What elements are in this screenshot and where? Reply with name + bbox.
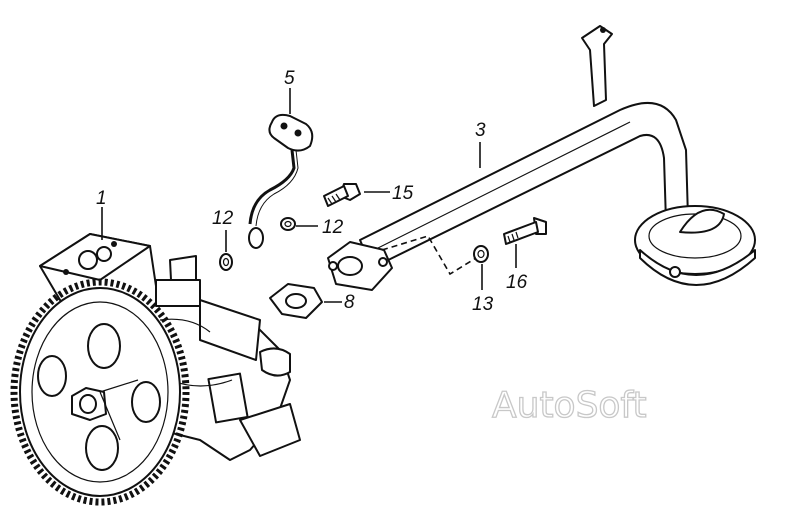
label-13: 13 <box>472 294 494 315</box>
label-15: 15 <box>392 183 414 204</box>
drive-gear <box>10 278 190 506</box>
watermark: AutoSoft <box>492 385 647 426</box>
oil-tube <box>248 113 314 249</box>
oil-intake-pipe <box>327 25 756 291</box>
gasket <box>269 283 323 319</box>
bolt-15 <box>323 183 361 207</box>
label-12-right: 12 <box>322 217 344 238</box>
washer-left <box>219 253 233 271</box>
label-12-left: 12 <box>212 208 234 229</box>
label-1: 1 <box>96 188 107 209</box>
washer-13 <box>473 245 489 263</box>
leader-lines <box>101 88 517 303</box>
label-8: 8 <box>344 292 355 313</box>
washer-right <box>280 217 296 231</box>
label-3: 3 <box>475 120 486 141</box>
label-5: 5 <box>284 68 295 89</box>
label-16: 16 <box>506 272 528 293</box>
bolt-16 <box>503 217 547 245</box>
